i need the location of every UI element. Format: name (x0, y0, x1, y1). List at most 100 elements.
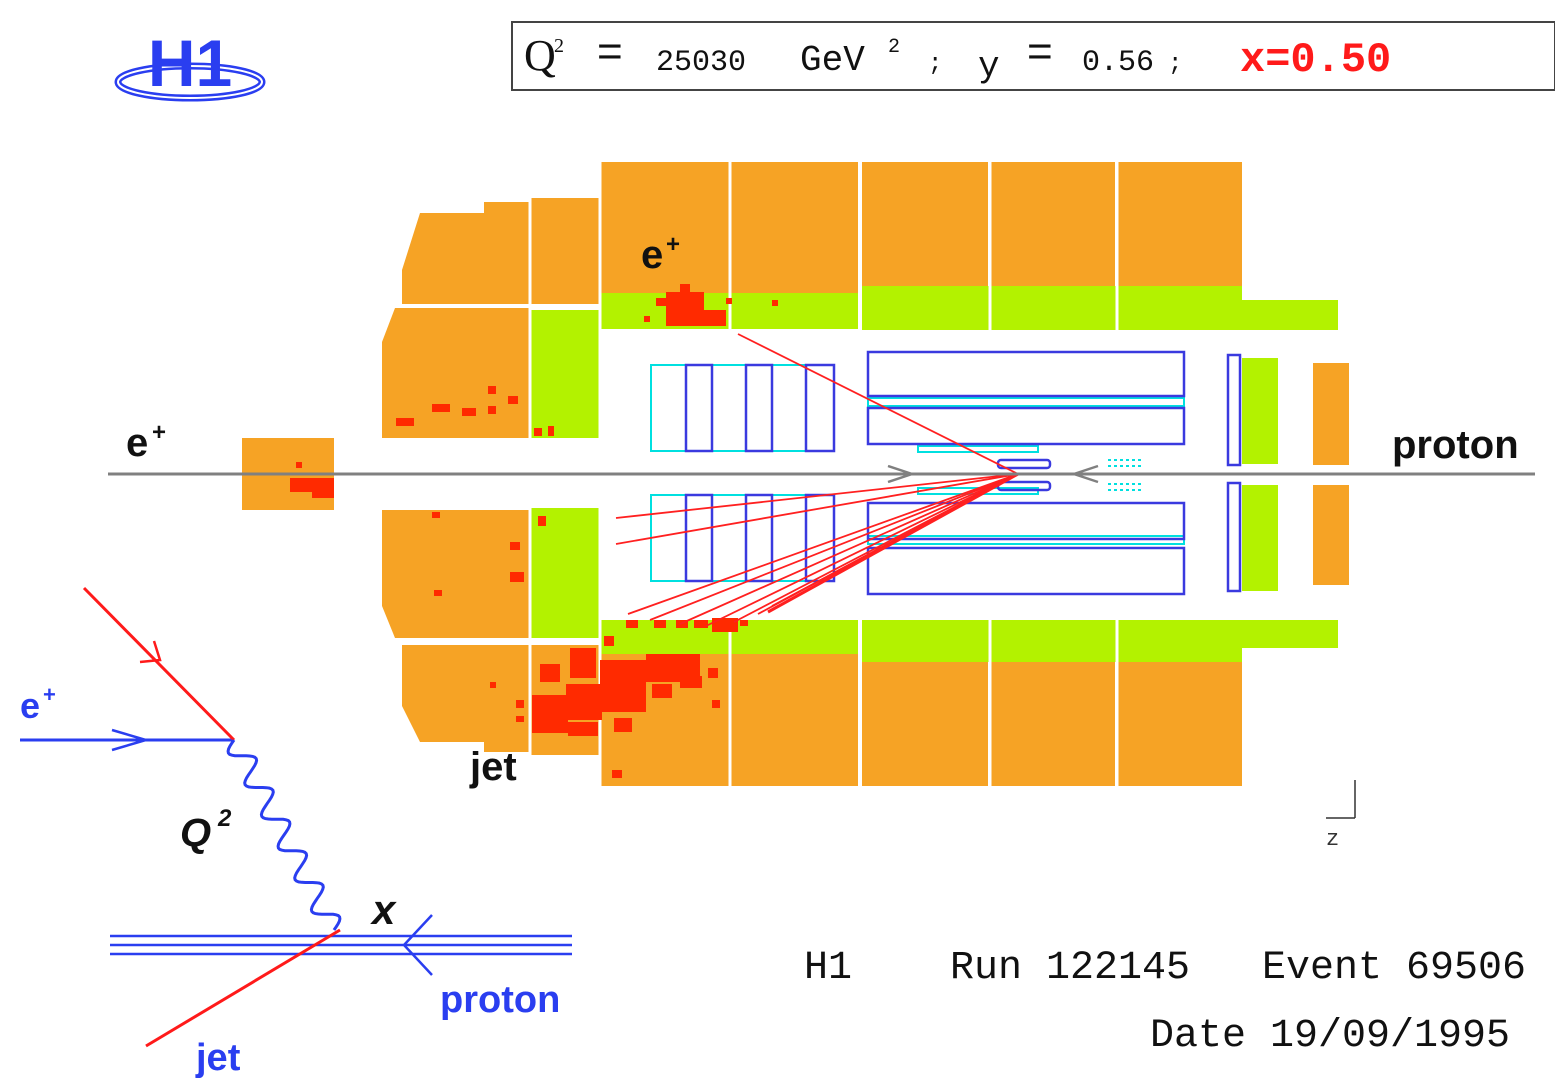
track (615, 473, 1019, 545)
deposit (712, 700, 720, 708)
chamber (744, 493, 774, 583)
deposit (396, 418, 414, 426)
deposit (508, 396, 518, 404)
track (705, 473, 1019, 627)
track (615, 473, 1019, 519)
kinematics-box: Q 2 = 25030 GeV 2 ; y = 0.56 ; x=0.50 (511, 21, 1555, 91)
central-chamber (866, 406, 1186, 446)
em-block (1242, 620, 1338, 648)
h1-logo: H1 (114, 26, 266, 102)
em-block (1242, 358, 1278, 464)
x-value: x=0.50 (1240, 36, 1391, 84)
backward-chamber (1226, 353, 1242, 467)
em-block (1242, 485, 1278, 591)
cal-block (382, 308, 530, 438)
chamber (650, 494, 687, 582)
event-number: Event 69506 (1262, 946, 1526, 991)
q2-equals: = (597, 27, 623, 76)
deposit (540, 664, 560, 682)
deposit (566, 684, 602, 720)
electron-cluster-label: e (641, 233, 663, 277)
calorimeter-upper (382, 162, 1242, 438)
cal-block (382, 510, 530, 638)
deposit (656, 298, 666, 306)
feynman-q2-label: Q (180, 811, 211, 855)
track (767, 472, 1019, 614)
deposit (434, 590, 442, 596)
calorimeter-lower (382, 510, 1242, 786)
y-value: 0.56 (1082, 46, 1154, 80)
beam-label-proton: proton (1392, 423, 1519, 467)
deposit (680, 284, 690, 292)
cal-block (991, 162, 1115, 286)
deposit (712, 618, 738, 632)
track (679, 473, 1019, 625)
chamber (804, 363, 836, 453)
feynman-jet-label: jet (195, 1037, 241, 1079)
em-block (862, 286, 1242, 330)
deposit (510, 572, 524, 582)
photon-propagator (226, 739, 342, 931)
deposit (462, 408, 476, 416)
y-separator: ; (1168, 51, 1182, 78)
deposit (516, 700, 524, 708)
q2-value: 25030 (656, 46, 746, 80)
cal-block (1118, 162, 1242, 286)
logo-ring-highlight (117, 65, 263, 99)
feynman-q2-sup: 2 (217, 805, 232, 832)
inner-chamber (996, 458, 1052, 470)
deposit (614, 718, 632, 732)
jet-line (145, 928, 341, 1048)
deposit (296, 462, 302, 468)
feynman-positron-sup: + (43, 682, 56, 707)
run-info: H1 Run 122145 Event 69506 Date 19/09/199… (804, 946, 1526, 1059)
cal-block (991, 662, 1115, 786)
deposit (644, 316, 650, 322)
q2-separator: ; (928, 51, 942, 78)
deposit (488, 406, 496, 414)
event-date: Date 19/09/1995 (1150, 1014, 1510, 1059)
chamber (744, 363, 774, 453)
deposit (312, 490, 334, 498)
central-chamber (866, 501, 1186, 541)
deposit (708, 668, 718, 678)
experiment-label: H1 (804, 946, 852, 991)
chamber (917, 445, 1039, 453)
central-chamber (866, 350, 1186, 398)
q2-unit: GeV (800, 40, 865, 81)
beam-label-positron: e (126, 421, 148, 465)
deposit (704, 310, 726, 326)
cal-block (402, 202, 530, 304)
em-block (531, 310, 599, 438)
deposit (772, 300, 778, 306)
y-symbol: y (978, 46, 1000, 87)
forward-blue-chambers (684, 350, 1242, 596)
deposit (532, 695, 568, 733)
deposit (510, 542, 520, 550)
outgoing-positron-line (82, 586, 236, 742)
cal-block (862, 162, 988, 286)
deposit (516, 716, 524, 722)
cal-block (600, 162, 729, 294)
beam-line (108, 464, 1535, 484)
chamber (771, 494, 807, 582)
deposit (538, 516, 546, 526)
deposit (432, 512, 440, 518)
deposit (726, 298, 732, 304)
deposit (490, 682, 496, 688)
jet-cluster-label: jet (469, 745, 517, 789)
z-axis-indicator: z (1326, 780, 1356, 852)
deposit (652, 684, 672, 698)
run-number: Run 122145 (950, 946, 1190, 991)
deposit (694, 620, 708, 628)
em-block (531, 508, 599, 638)
beam-label-positron-sup: + (152, 419, 166, 446)
em-block (862, 620, 1242, 662)
deposit (290, 478, 334, 492)
chamber (771, 364, 807, 452)
backward-chamber (1226, 481, 1242, 593)
central-chamber (866, 546, 1186, 596)
deposit (600, 660, 646, 712)
deposit (654, 620, 666, 628)
